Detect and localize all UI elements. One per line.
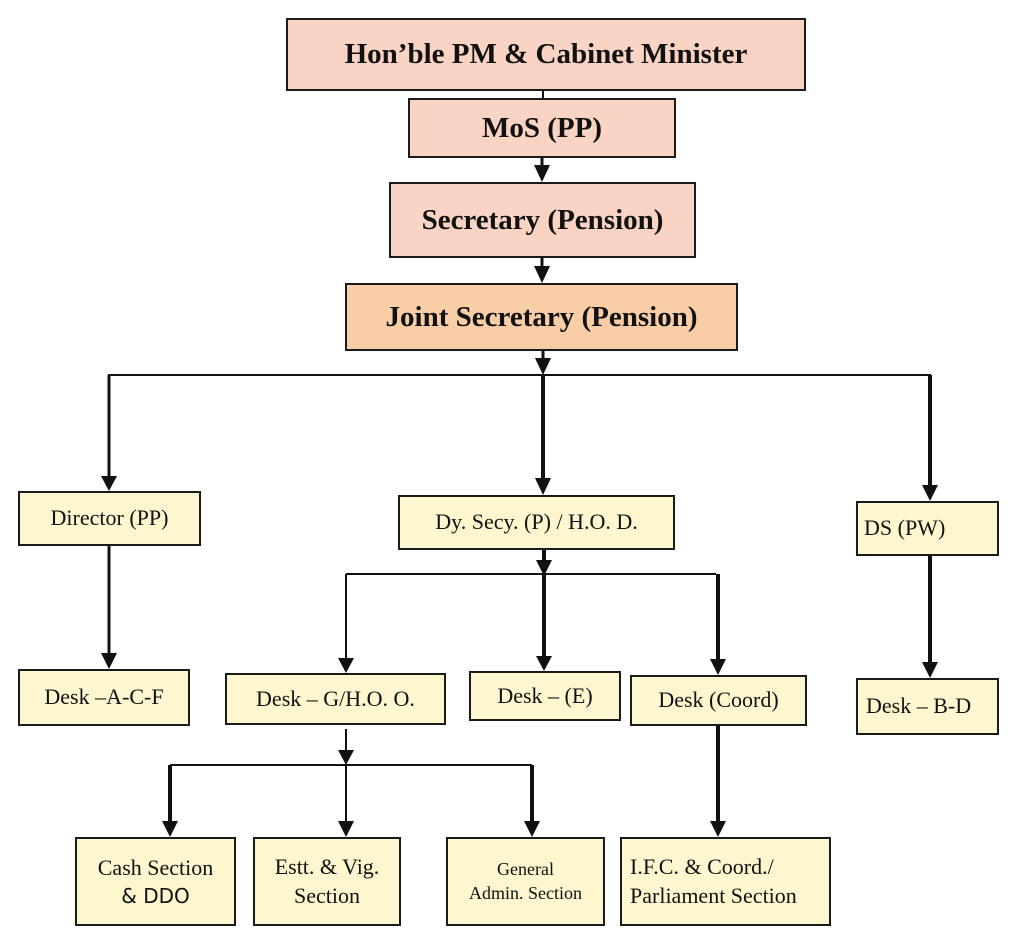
node-label: Desk – G/H.O. O. xyxy=(256,685,415,711)
node-label-line2: Admin. Section xyxy=(469,882,582,903)
node-desk-e: Desk – (E) xyxy=(469,671,621,721)
arrowhead xyxy=(535,478,551,495)
arrowhead xyxy=(338,750,354,765)
arrowhead xyxy=(922,485,938,501)
node-label-line1: Estt. & Vig. xyxy=(274,853,380,879)
node-ds-pw: DS (PW) xyxy=(856,501,999,556)
node-ifc-section: I.F.C. & Coord./ Parliament Section xyxy=(620,837,831,926)
arrowhead xyxy=(535,358,551,375)
node-label: MoS (PP) xyxy=(482,111,602,144)
node-label: DS (PW) xyxy=(864,515,946,541)
node-desk-coord: Desk (Coord) xyxy=(630,675,807,726)
node-dy-secy: Dy. Secy. (P) / H.O. D. xyxy=(398,495,675,550)
node-label: Desk – B-D xyxy=(866,693,972,719)
node-label: Joint Secretary (Pension) xyxy=(385,300,698,333)
arrowhead xyxy=(101,476,117,491)
node-label-line1: Cash Section xyxy=(97,855,214,881)
arrowhead xyxy=(922,662,938,678)
node-label-line2: & DDO xyxy=(121,883,190,908)
node-desk-acf: Desk –A-C-F xyxy=(18,669,190,726)
arrowhead xyxy=(710,821,726,837)
node-label-line2: Parliament Section xyxy=(630,882,797,908)
node-label: Hon’ble PM & Cabinet Minister xyxy=(344,38,748,70)
node-label-line1: General xyxy=(497,859,554,880)
arrowhead xyxy=(534,266,550,283)
arrowhead xyxy=(101,653,117,669)
node-label: Desk – (E) xyxy=(497,682,593,708)
node-mos: MoS (PP) xyxy=(408,98,676,158)
node-secretary: Secretary (Pension) xyxy=(389,182,696,258)
node-gen-admin-section: General Admin. Section xyxy=(446,837,605,926)
node-estt-section: Estt. & Vig. Section xyxy=(253,837,401,926)
node-cash-section: Cash Section & DDO xyxy=(75,837,236,926)
arrowhead xyxy=(338,658,354,673)
node-label-line1: I.F.C. & Coord./ xyxy=(630,853,774,879)
node-desk-g: Desk – G/H.O. O. xyxy=(225,673,446,725)
arrowhead xyxy=(162,821,178,837)
node-desk-bd: Desk – B-D xyxy=(856,678,999,735)
arrowhead xyxy=(536,656,552,671)
node-label: Desk –A-C-F xyxy=(44,684,164,710)
arrowhead xyxy=(524,821,540,837)
node-label: Dy. Secy. (P) / H.O. D. xyxy=(435,509,638,535)
arrowhead xyxy=(534,165,550,182)
node-label-line2: Section xyxy=(294,882,360,908)
node-pm: Hon’ble PM & Cabinet Minister xyxy=(286,18,806,91)
arrowhead xyxy=(536,560,552,576)
node-joint-secretary: Joint Secretary (Pension) xyxy=(345,283,738,351)
node-director-pp: Director (PP) xyxy=(18,491,201,546)
node-label: Desk (Coord) xyxy=(658,687,779,713)
node-label: Director (PP) xyxy=(50,505,169,531)
arrowhead xyxy=(710,659,726,675)
node-label: Secretary (Pension) xyxy=(421,203,664,236)
arrowhead xyxy=(338,821,354,837)
